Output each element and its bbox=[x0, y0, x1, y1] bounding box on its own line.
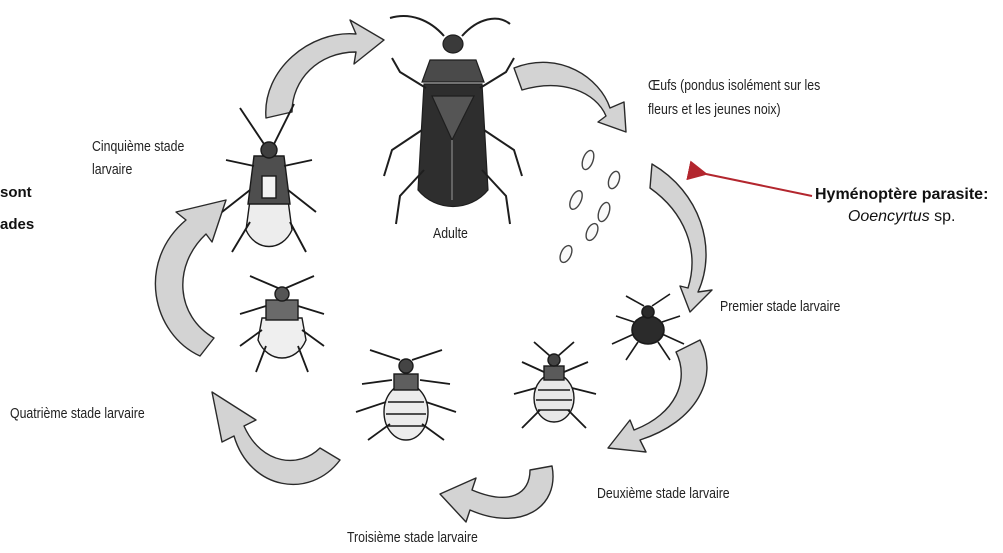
parasite-species-suffix: sp. bbox=[930, 208, 956, 225]
label-fourth-stage: Quatrième stade larvaire bbox=[10, 404, 145, 424]
parasite-title: Hyménoptère parasite: bbox=[815, 184, 988, 206]
cropped-text-line-1: sont bbox=[0, 180, 32, 206]
label-third-stage: Troisième stade larvaire bbox=[347, 528, 478, 548]
label-adult: Adulte bbox=[433, 224, 468, 244]
cropped-text-line-2: ades bbox=[0, 212, 34, 238]
parasite-genus: Ooencyrtus bbox=[848, 208, 930, 225]
cycle-arrow-stage3-to-stage4 bbox=[212, 392, 340, 484]
label-eggs-line-1: Œufs (pondus isolément sur les bbox=[648, 76, 820, 96]
fourth-stage-nymph-illustration bbox=[240, 276, 324, 372]
third-stage-nymph-illustration bbox=[356, 350, 456, 440]
adult-bug-illustration bbox=[384, 16, 522, 224]
cycle-arrow-stage4-to-stage5 bbox=[155, 200, 226, 356]
fifth-stage-nymph-illustration bbox=[222, 104, 316, 252]
label-first-stage: Premier stade larvaire bbox=[720, 297, 840, 317]
label-second-stage: Deuxième stade larvaire bbox=[597, 484, 730, 504]
label-eggs-line-2: fleurs et les jeunes noix) bbox=[648, 100, 781, 120]
parasite-label: Hyménoptère parasite: Ooencyrtus sp. bbox=[815, 184, 988, 228]
parasite-pointer-arrow bbox=[706, 174, 812, 196]
first-stage-nymph-illustration bbox=[612, 294, 684, 360]
second-stage-nymph-illustration bbox=[514, 342, 596, 428]
label-fifth-stage-line-1: Cinquième stade bbox=[92, 137, 184, 157]
cycle-arrow-stage1-to-stage2 bbox=[608, 340, 707, 452]
cycle-arrow-stage2-to-stage3 bbox=[440, 466, 553, 522]
cycle-arrow-eggs-to-stage1 bbox=[650, 164, 712, 312]
cycle-arrow-stage5-to-adult bbox=[266, 20, 384, 118]
label-fifth-stage-line-2: larvaire bbox=[92, 160, 132, 180]
cycle-arrow-adult-to-eggs bbox=[514, 62, 626, 132]
eggs-illustration bbox=[558, 149, 622, 264]
